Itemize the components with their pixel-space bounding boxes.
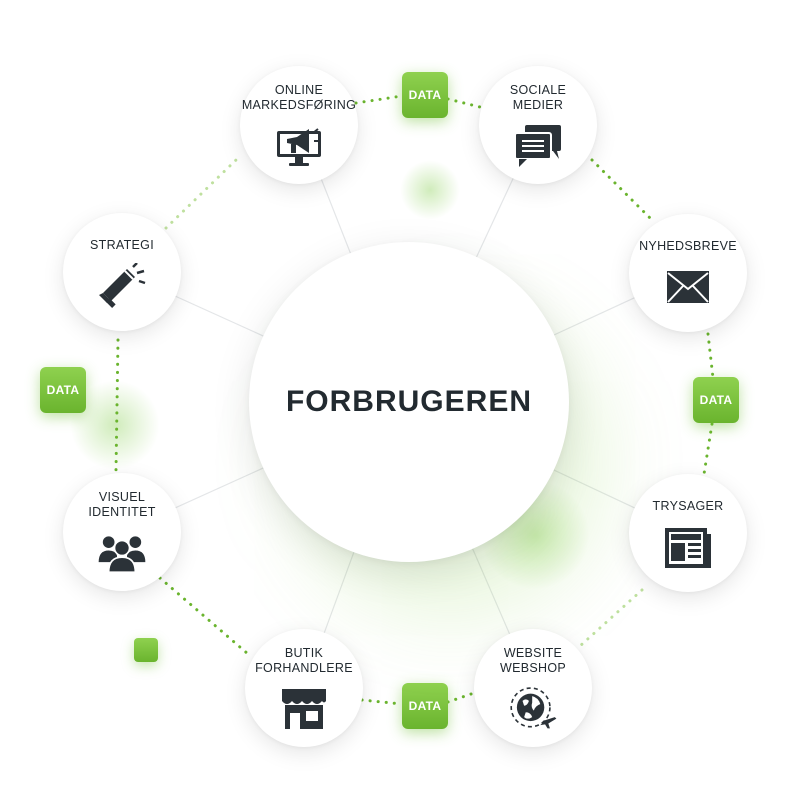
data-badge: DATA [402, 72, 448, 118]
newspaper-icon [663, 524, 713, 570]
chat-bubbles-icon [513, 123, 563, 169]
node-strategi: STRATEGI [63, 213, 181, 331]
node-label: BUTIK FORHANDLERE [255, 646, 353, 675]
node-website-webshop: WEBSITE WEBSHOP [474, 629, 592, 747]
dotted-link-faded [578, 588, 644, 648]
node-label: SOCIALE MEDIER [509, 83, 567, 112]
node-label: WEBSITE WEBSHOP [500, 646, 566, 675]
node-trysager: TRYSAGER [629, 474, 747, 592]
dotted-link [706, 332, 715, 380]
dotted-link [360, 698, 404, 706]
node-label: STRATEGI [90, 237, 154, 252]
node-butik-forhandlere: BUTIK FORHANDLERE [245, 629, 363, 747]
data-badge: DATA [40, 367, 86, 413]
center-label: FORBRUGEREN [285, 385, 532, 418]
dotted-link-faded [164, 158, 238, 230]
dotted-link [446, 691, 476, 704]
megaphone-icon [97, 262, 147, 309]
dotted-link [702, 422, 714, 476]
dotted-link [590, 158, 656, 224]
dotted-link [446, 97, 486, 110]
node-nyhedsbreve: NYHEDSBREVE [629, 214, 747, 332]
node-label: NYHEDSBREVE [639, 238, 737, 253]
data-badge-small [134, 638, 158, 662]
dotted-link [354, 94, 404, 105]
green-glow [400, 160, 460, 220]
storefront-icon [279, 686, 329, 732]
dotted-link [158, 576, 250, 656]
people-group-icon [97, 530, 147, 576]
node-online-markedsfoering: ONLINE MARKEDSFØRING [240, 66, 358, 184]
megaphone-monitor-icon [274, 123, 324, 169]
node-visuel-identitet: VISUEL IDENTITET [63, 473, 181, 591]
node-label: VISUEL IDENTITET [88, 490, 156, 519]
center-circle: FORBRUGEREN [249, 242, 569, 562]
dotted-link [114, 338, 120, 472]
node-label: TRYSAGER [652, 498, 724, 513]
envelope-icon [663, 264, 713, 310]
globe-plane-icon [508, 686, 558, 732]
data-badge: DATA [693, 377, 739, 423]
node-sociale-medier: SOCIALE MEDIER [479, 66, 597, 184]
node-label: ONLINE MARKEDSFØRING [241, 83, 357, 112]
data-badge: DATA [402, 683, 448, 729]
